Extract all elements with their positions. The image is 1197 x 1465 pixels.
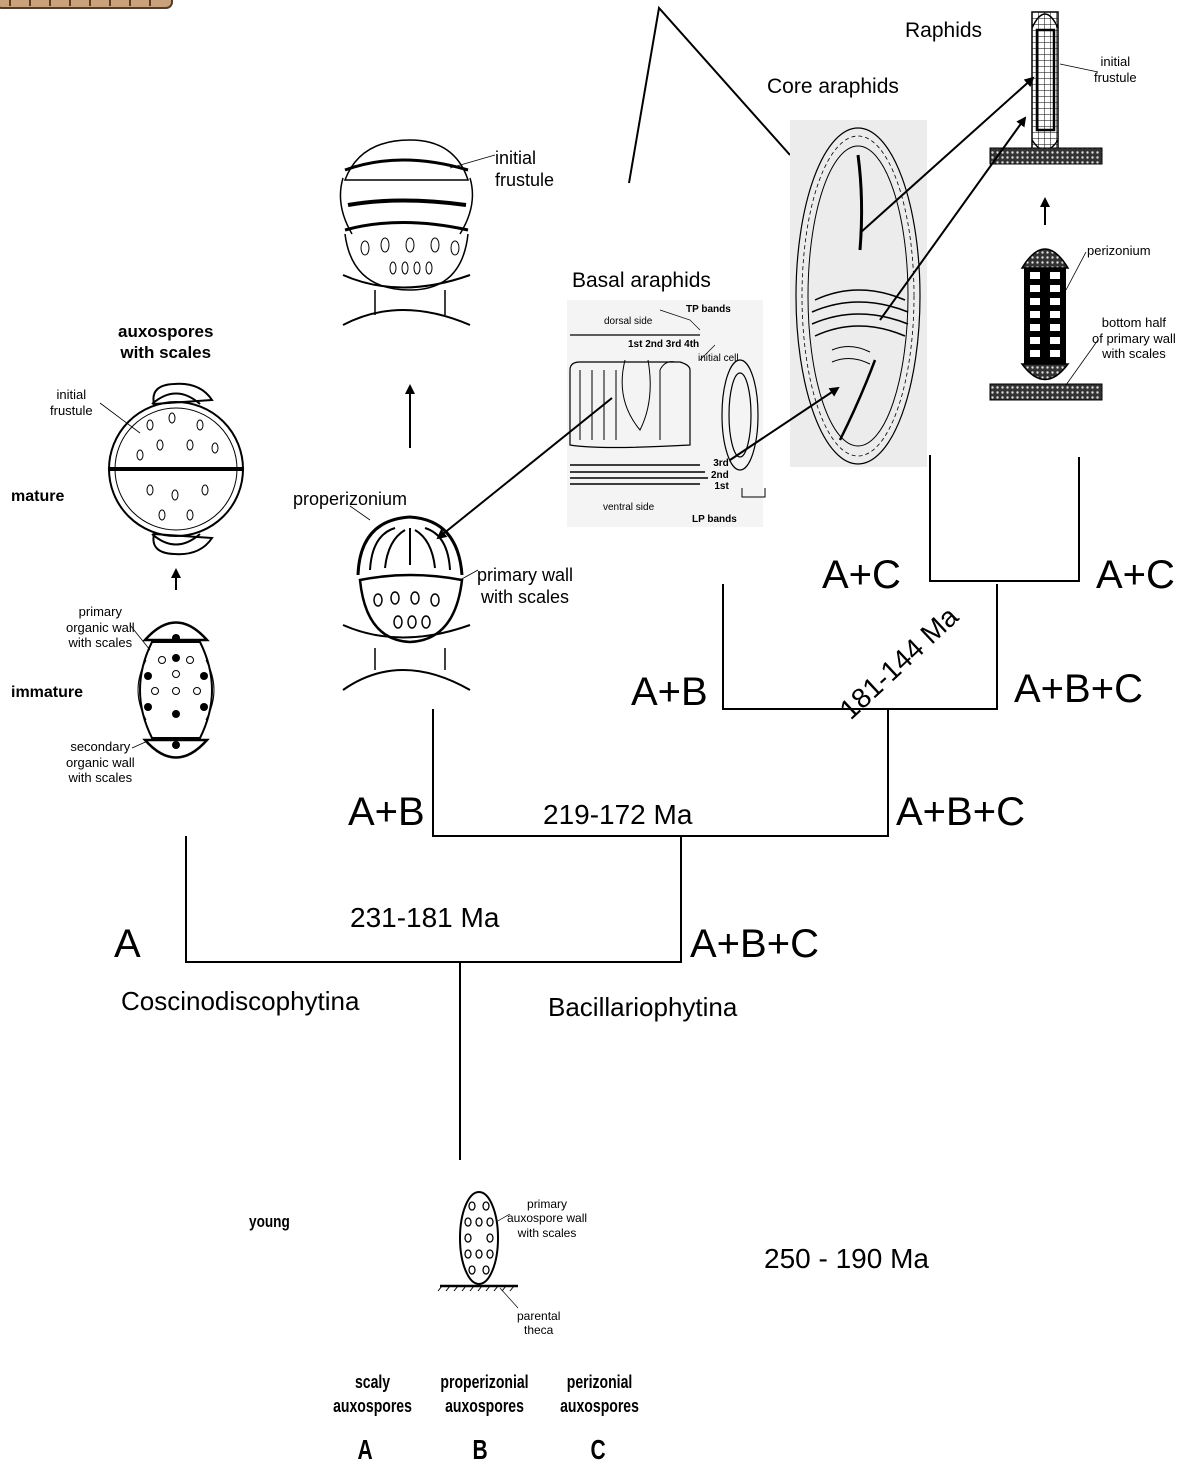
node2-age: 219-172 Ma — [543, 801, 692, 829]
young-primary-wall-label: primary auxospore wall with scales — [507, 1197, 587, 1240]
node3-left-label: A+B — [631, 672, 708, 712]
aux-secondary-wall-label: secondary organic wall with scales — [66, 739, 135, 786]
aux-primary-wall-label: primary organic wall with scales — [66, 604, 135, 651]
node4-left-label: A+C — [822, 555, 901, 595]
immature-label: immature — [11, 685, 83, 701]
top-chevron — [629, 8, 790, 183]
core-araphids-title: Core araphids — [767, 76, 899, 97]
node1-bracket — [186, 836, 681, 962]
prop-primary-wall-label: primary wall with scales — [477, 565, 573, 608]
young-parental-theca-label: parental theca — [517, 1309, 560, 1338]
bottom-half-label: bottom half of primary wall with scales — [1092, 315, 1176, 362]
raphids-title: Raphids — [905, 20, 982, 41]
root-age: 250 - 190 Ma — [764, 1245, 929, 1273]
basal-lp-label: LP bands — [692, 514, 737, 526]
young-label: young — [249, 1213, 290, 1230]
node4-bracket — [930, 455, 1079, 581]
aux-initial-frustule-label: initial frustule — [50, 387, 93, 418]
legend-letter-C: C — [591, 1436, 606, 1464]
auxospores-title: auxospores with scales — [118, 321, 213, 364]
legend-properizonial: properizonial auxospores — [440, 1370, 528, 1419]
legend-scaly: scaly auxospores — [333, 1370, 412, 1419]
core-araphid-figure — [790, 120, 927, 467]
node4-right-label: A+C — [1096, 555, 1175, 595]
legend-perizonial: perizonial auxospores — [560, 1370, 639, 1419]
raph-initial-frustule-label: initial frustule — [1094, 54, 1137, 85]
node2-right-label: A+B+C — [896, 792, 1025, 832]
properizonium-label: properizonium — [293, 490, 407, 508]
mature-label: mature — [11, 489, 64, 505]
young-auxospore-figure — [438, 1192, 518, 1308]
basal-araphid-figure — [567, 300, 765, 527]
basal-order-top-label: 1st 2nd 3rd 4th — [628, 339, 699, 351]
scaly-auxospore-figure — [100, 384, 244, 758]
basal-dorsal-label: dorsal side — [604, 316, 652, 328]
node1-age: 231-181 Ma — [350, 904, 499, 932]
clade-left-label: Coscinodiscophytina — [121, 988, 359, 1014]
node1-right-label: A+B+C — [690, 924, 819, 964]
scale-bar-fragment — [0, 0, 172, 8]
tip-A-label: A — [114, 924, 141, 964]
basal-araphids-title: Basal araphids — [572, 270, 711, 291]
prop-initial-frustule-label: initial frustule — [495, 148, 554, 191]
clade-right-label: Bacillariophytina — [548, 994, 737, 1020]
basal-ventral-label: ventral side — [603, 502, 654, 514]
basal-initial-cell-label: initial cell — [698, 353, 739, 365]
raphid-figure — [990, 12, 1102, 400]
perizonium-label: perizonium — [1087, 243, 1151, 259]
basal-tp-label: TP bands — [686, 304, 731, 316]
node2-left-label: A+B — [348, 792, 425, 832]
legend-letter-A: A — [358, 1436, 373, 1464]
legend-letter-B: B — [473, 1436, 488, 1464]
properizonial-figure — [340, 140, 495, 690]
basal-order-side-label: 3rd 2nd 1st — [711, 458, 729, 493]
node3-right-label: A+B+C — [1014, 669, 1143, 709]
